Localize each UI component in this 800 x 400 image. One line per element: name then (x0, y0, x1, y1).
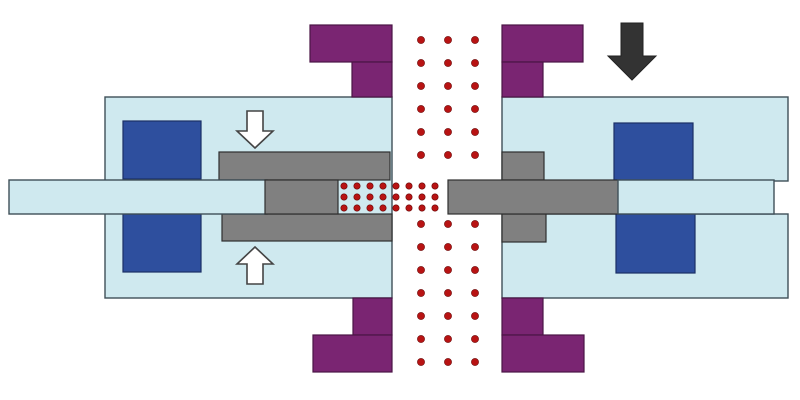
particle-dot (379, 204, 387, 212)
particle-dot (444, 289, 452, 297)
particle-dot (417, 358, 425, 366)
particle-dot (353, 182, 361, 190)
particle-dot (471, 289, 479, 297)
particle-dot (471, 59, 479, 67)
particle-dot (405, 204, 413, 212)
particle-dot (379, 182, 387, 190)
particle-dot (418, 182, 426, 190)
particle-dot (444, 266, 452, 274)
particle-dot (471, 243, 479, 251)
particle-dot (418, 204, 426, 212)
particle-dot (444, 220, 452, 228)
particle-dot (471, 266, 479, 274)
particle-dot (431, 182, 439, 190)
particle-dot (379, 193, 387, 201)
particle-dot (405, 193, 413, 201)
left-lower-magnet (122, 213, 202, 273)
particle-dot (392, 193, 400, 201)
top-right-clamp-flange (501, 24, 584, 63)
particle-dot (392, 204, 400, 212)
particle-dot (405, 182, 413, 190)
press-up-arrow-icon (234, 245, 276, 285)
left-inner-block (264, 179, 339, 215)
particle-dot (471, 105, 479, 113)
particle-dot (444, 128, 452, 136)
right-upper-magnet (613, 122, 694, 182)
particle-dot (444, 312, 452, 320)
particle-dot (417, 312, 425, 320)
right-inner-block (447, 179, 621, 215)
top-left-clamp-stem (351, 61, 393, 98)
particle-dot (444, 243, 452, 251)
particle-dot (417, 82, 425, 90)
top-right-clamp-stem (501, 61, 544, 98)
particle-dot (471, 220, 479, 228)
top-left-clamp-flange (309, 24, 393, 63)
particle-dot (353, 204, 361, 212)
particle-dot (392, 182, 400, 190)
particle-dot (471, 151, 479, 159)
particle-dot (417, 128, 425, 136)
particle-dot (444, 151, 452, 159)
bottom-left-clamp-flange (312, 334, 393, 373)
left-upper-magnet (122, 120, 202, 180)
particle-dot (444, 59, 452, 67)
particle-dot (417, 266, 425, 274)
particle-dot (366, 182, 374, 190)
right-upper-plate (501, 151, 545, 181)
bottom-right-clamp-flange (501, 334, 585, 373)
particle-dot (340, 182, 348, 190)
particle-dot (471, 358, 479, 366)
particle-dot (471, 36, 479, 44)
particle-dot (471, 312, 479, 320)
particle-dot (471, 128, 479, 136)
particle-dot (471, 335, 479, 343)
particle-dot (417, 220, 425, 228)
particle-dot (444, 36, 452, 44)
left-upper-plate (218, 151, 391, 181)
particle-dot (417, 36, 425, 44)
particle-dot (417, 289, 425, 297)
particle-dot (417, 335, 425, 343)
particle-dots (340, 36, 479, 366)
particle-dot (431, 204, 439, 212)
particle-dot (353, 193, 361, 201)
particle-dot (471, 82, 479, 90)
particle-dot (417, 59, 425, 67)
left-rod (8, 179, 268, 215)
left-lower-plate (221, 213, 393, 242)
press-down-arrow-icon (234, 110, 276, 150)
particle-dot (340, 193, 348, 201)
particle-dot (431, 193, 439, 201)
right-rod (617, 179, 775, 215)
particle-dot (417, 243, 425, 251)
particle-dot (444, 335, 452, 343)
particle-dot (417, 151, 425, 159)
bottom-left-clamp-stem (352, 297, 393, 336)
right-lower-magnet (615, 213, 696, 274)
particle-dot (366, 193, 374, 201)
flow-direction-arrow-icon (606, 22, 658, 81)
bottom-right-clamp-stem (501, 297, 544, 336)
particle-dot (444, 82, 452, 90)
particle-dot (417, 105, 425, 113)
particle-dot (444, 358, 452, 366)
particle-dot (366, 204, 374, 212)
particle-dot (444, 105, 452, 113)
right-lower-plate (501, 213, 547, 243)
particle-dot (340, 204, 348, 212)
particle-dot (418, 193, 426, 201)
